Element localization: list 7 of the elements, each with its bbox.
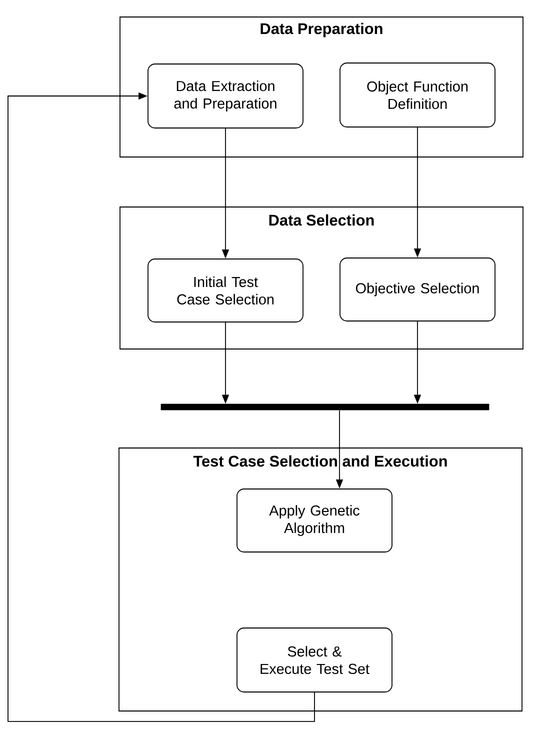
process-box: Object Function Definition bbox=[340, 62, 496, 128]
process-box: Apply Genetic Algorithm bbox=[236, 488, 392, 552]
arrow bbox=[8, 92, 315, 722]
process-box: Data Extraction and Preparation bbox=[148, 64, 304, 128]
process-box: Initial Test Case Selection bbox=[148, 258, 304, 322]
process-box: Objective Selection bbox=[340, 258, 496, 322]
process-box: Select & Execute Test Set bbox=[236, 628, 392, 692]
